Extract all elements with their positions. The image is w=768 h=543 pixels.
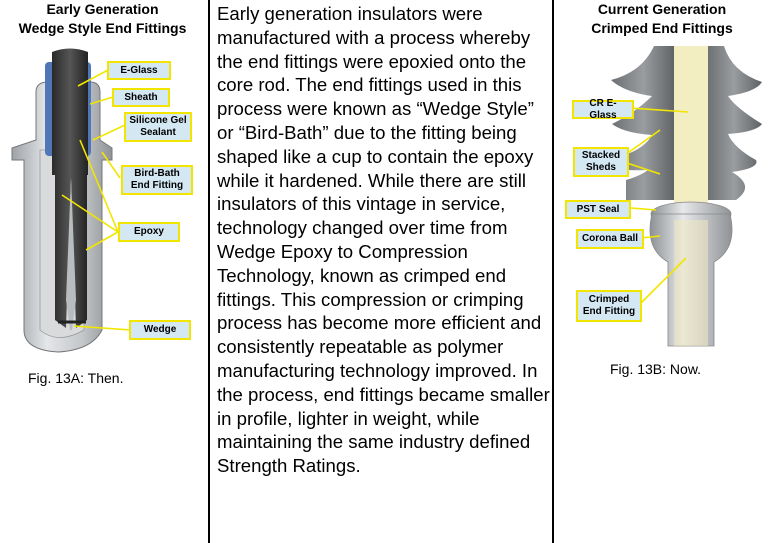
right-figure-heading: Current Generation Crimped End Fittings (556, 0, 768, 38)
column-divider-right (552, 0, 554, 543)
label-silicone-gel-sealant: Silicone Gel Sealant (124, 112, 192, 142)
body-paragraph: Early generation insulators were manufac… (217, 3, 550, 477)
label-pst-seal: PST Seal (565, 200, 631, 219)
wedge-fitting-illustration (11, 48, 131, 353)
left-heading-line2: Wedge Style End Fittings (18, 20, 187, 36)
e-glass-core (52, 48, 88, 328)
left-figure-heading: Early Generation Wedge Style End Fitting… (0, 0, 205, 38)
right-leader-lines (617, 107, 689, 307)
label-wedge: Wedge (129, 320, 191, 340)
label-cr-e-glass: CR E-Glass (572, 98, 634, 121)
right-figure-caption: Fig. 13B: Now. (610, 361, 702, 377)
label-stacked-sheds: Stacked Sheds (573, 147, 629, 177)
right-heading-line1: Current Generation (597, 1, 727, 17)
column-divider-left (208, 0, 210, 543)
wedge-shape (66, 178, 76, 330)
label-sheath: Sheath (112, 88, 170, 107)
label-e-glass: E-Glass (107, 61, 171, 80)
left-leader-lines (61, 69, 131, 331)
left-heading-line1: Early Generation (46, 1, 159, 17)
label-corona-ball: Corona Ball (576, 229, 644, 249)
left-figure-caption: Fig. 13A: Then. (28, 370, 124, 386)
label-bird-bath-end-fitting: Bird-Bath End Fitting (121, 165, 193, 195)
label-crimped-end-fitting: Crimped End Fitting (576, 290, 642, 322)
right-heading-line2: Crimped End Fittings (591, 20, 733, 36)
label-epoxy: Epoxy (118, 222, 180, 242)
